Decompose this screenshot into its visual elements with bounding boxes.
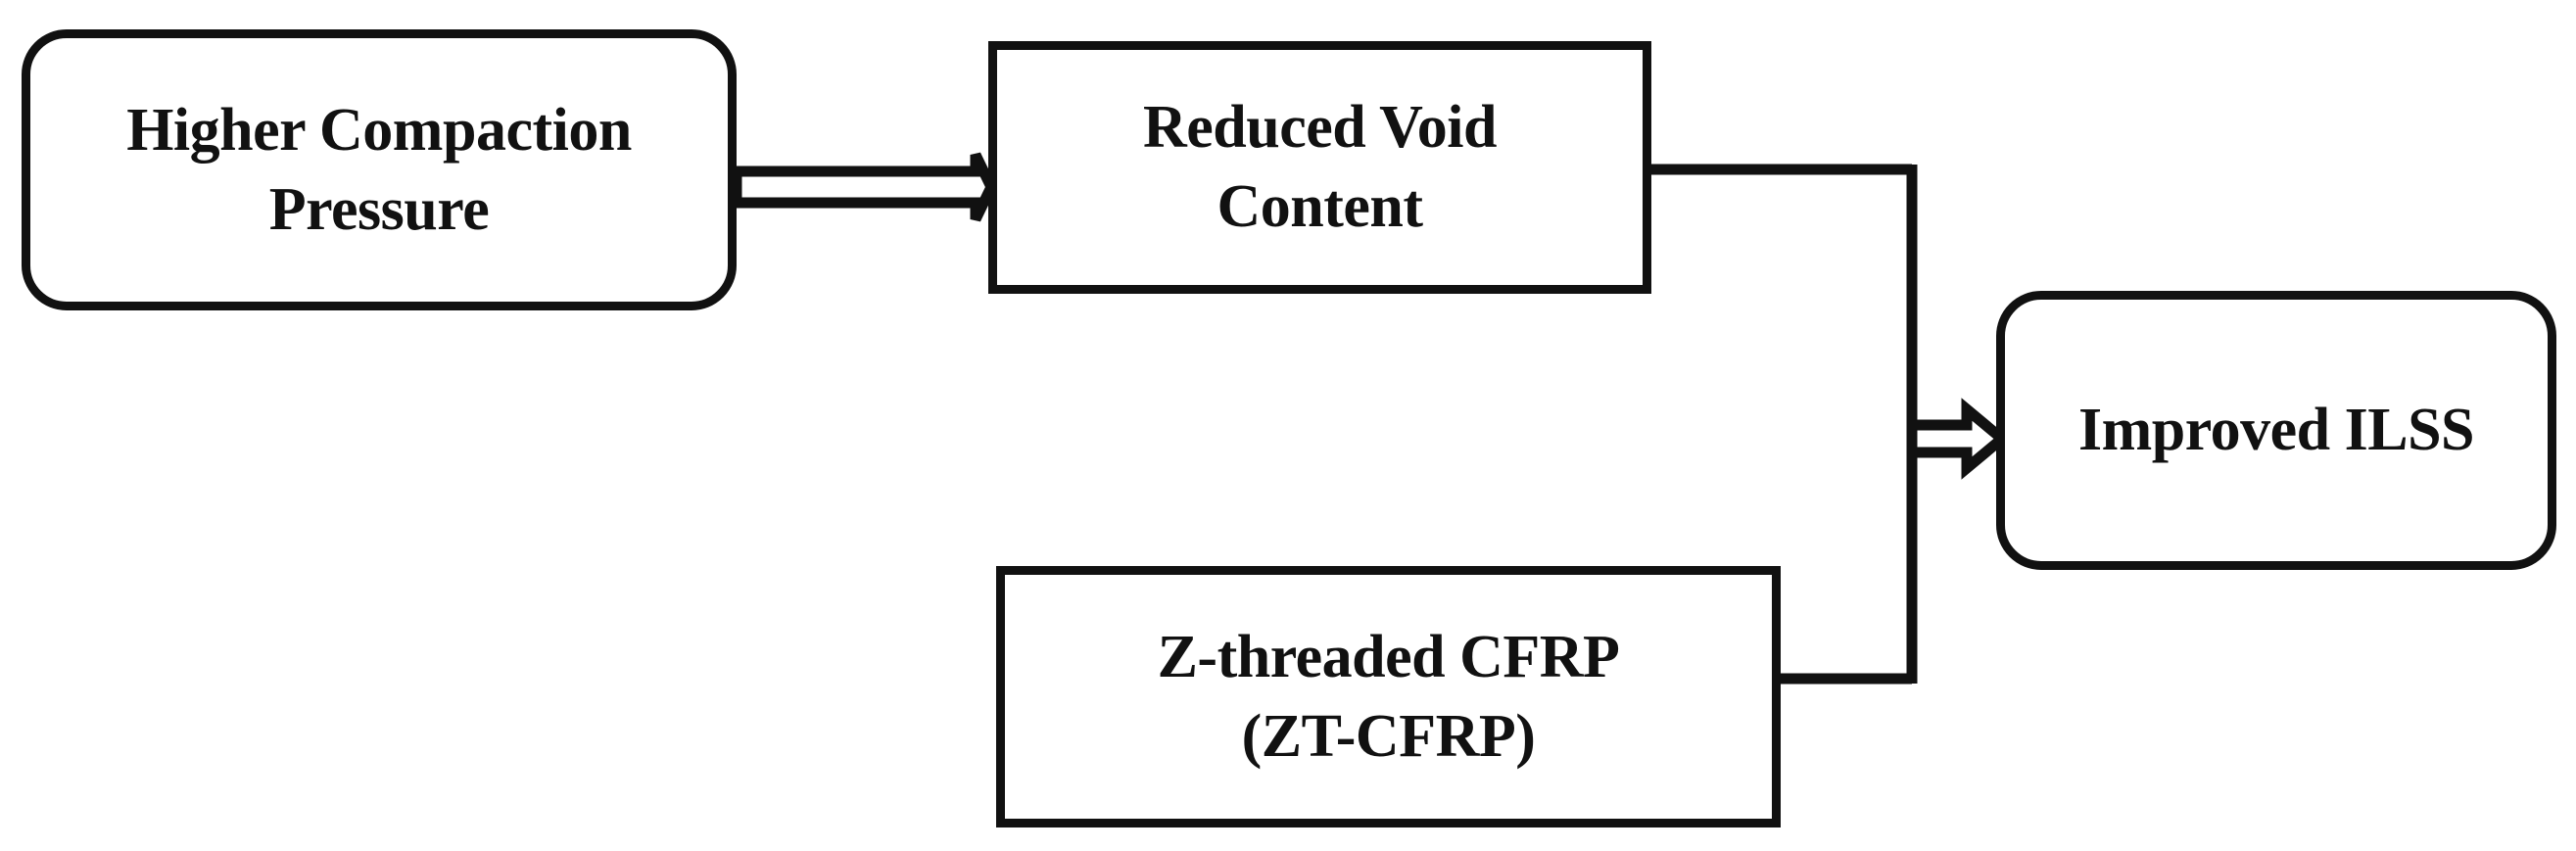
node-label: Reduced Void Content: [1143, 94, 1497, 240]
node-label: Z-threaded CFRP (ZT-CFRP): [1157, 623, 1620, 770]
node-label: Higher Compaction Pressure: [126, 96, 632, 243]
edge-junction-to-ilss: [1906, 398, 2011, 480]
node-label: Improved ILSS: [2077, 397, 2475, 464]
node-higher-compaction-pressure[interactable]: Higher Compaction Pressure: [22, 29, 737, 310]
edge-pressure-to-void: [731, 152, 998, 222]
node-reduced-void-content[interactable]: Reduced Void Content: [988, 41, 1651, 294]
node-improved-ilss[interactable]: Improved ILSS: [1996, 291, 2556, 570]
node-z-threaded-cfrp[interactable]: Z-threaded CFRP (ZT-CFRP): [996, 566, 1781, 827]
